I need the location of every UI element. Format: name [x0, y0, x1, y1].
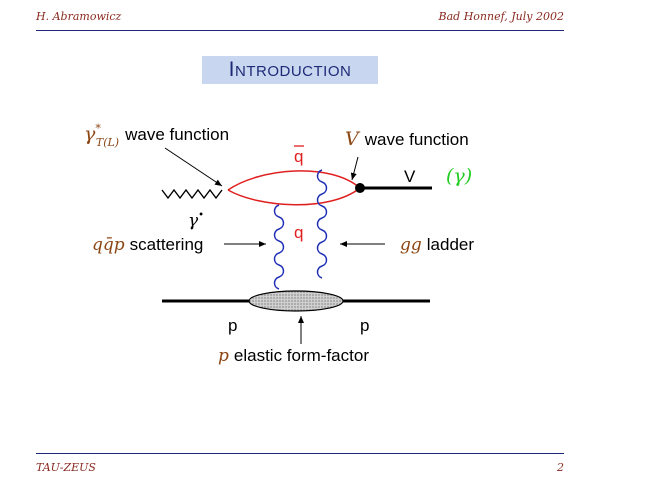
- gamma-in-label: γ•: [188, 210, 204, 231]
- header-event: Bad Honnef, July 2002: [438, 10, 564, 23]
- footer-rule: [36, 453, 564, 454]
- q-label: q: [294, 223, 303, 242]
- page-number: 2: [557, 461, 564, 474]
- arrow-gamma-wf: [164, 147, 223, 187]
- v-out-label: V: [404, 167, 416, 186]
- quark-loop-bottom: [227, 187, 361, 206]
- header-author: H. Abramowicz: [36, 10, 122, 23]
- page-title: Introduction: [202, 58, 378, 82]
- qbar-label: q: [294, 147, 303, 166]
- gamma-wf-label: γ*T(L)wave function: [84, 122, 229, 149]
- quark-loop-top: [227, 170, 361, 191]
- photon-line: [161, 188, 223, 200]
- gamma-alt-label: (γ): [446, 165, 472, 187]
- arrow-v-wf: [350, 156, 359, 181]
- title-box: Introduction: [202, 56, 378, 84]
- header-rule: [36, 30, 564, 31]
- gluon-right: [316, 169, 328, 279]
- footer-left: TAU-ZEUS: [36, 461, 96, 474]
- p-right-label: p: [360, 316, 369, 335]
- gluon-left: [273, 204, 285, 290]
- proton-blob: [248, 290, 344, 312]
- p-left-label: p: [228, 316, 237, 335]
- title-text: Introduction: [228, 58, 352, 81]
- vertex-dot: [355, 183, 365, 193]
